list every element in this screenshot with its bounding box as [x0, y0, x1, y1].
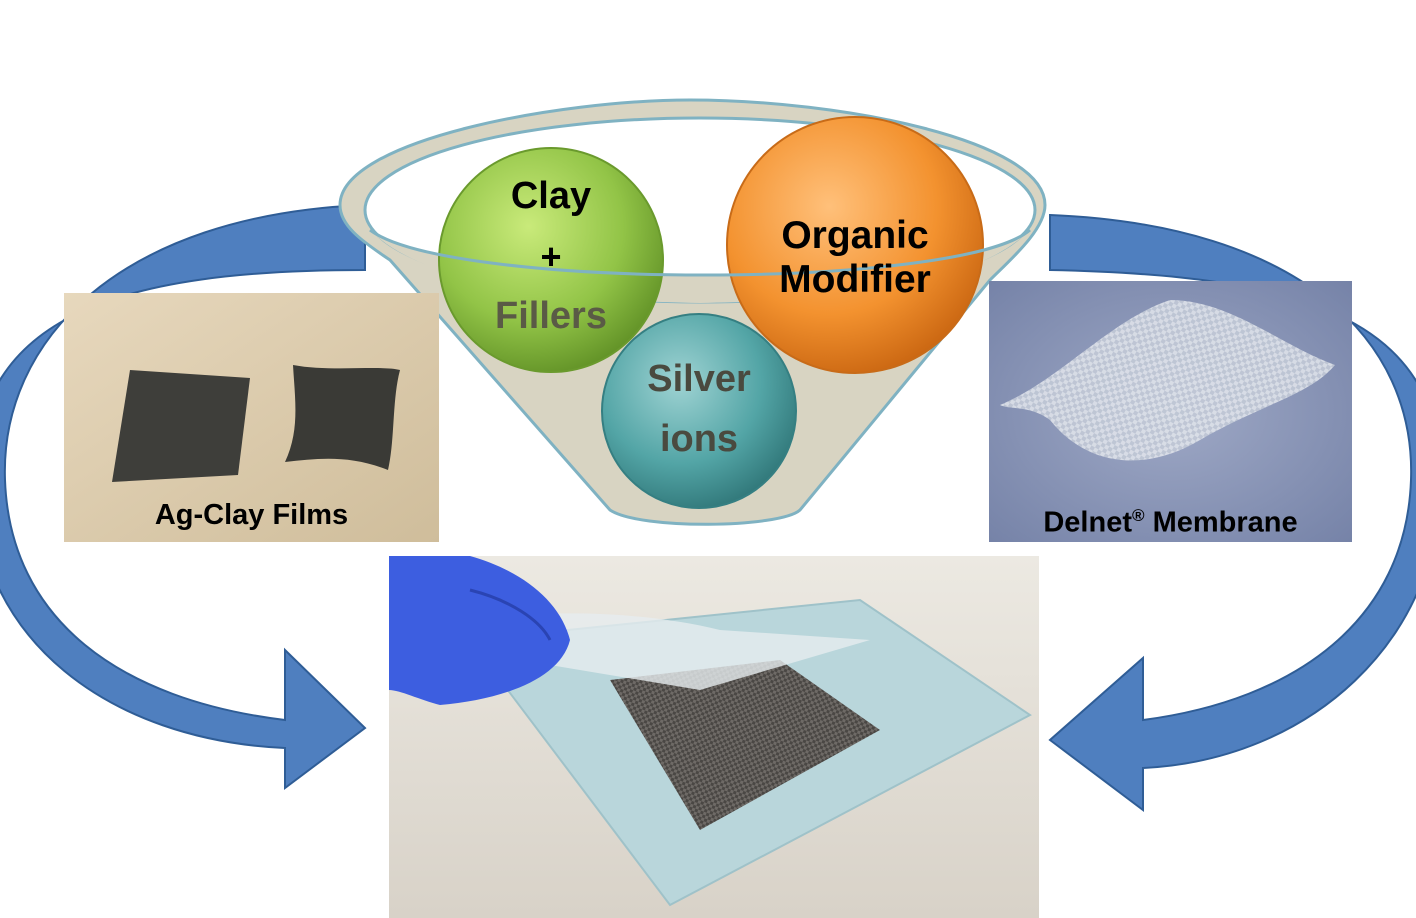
membrane-sheet: [1000, 300, 1335, 461]
delnet-membrane-caption: Delnet® Membrane: [1043, 506, 1298, 539]
silver-label: Silver: [647, 358, 751, 400]
funnel-rim-front: [369, 228, 1031, 277]
ag-clay-films-photo: [64, 293, 439, 542]
silver-ions-circle: [601, 313, 797, 509]
organic-label: Organic: [781, 214, 929, 257]
right-curved-arrow: [1048, 213, 1416, 813]
dressing-photo: [389, 556, 1039, 918]
ag-clay-films-caption: Ag-Clay Films: [154, 499, 349, 531]
left-curved-arrow: [0, 203, 367, 790]
ions-label: ions: [659, 418, 739, 460]
organic-modifier-circle: [726, 116, 984, 374]
clay-label: Clay: [510, 175, 592, 217]
delnet-membrane-photo: [989, 281, 1352, 542]
dressing-mesh-pad: [610, 660, 880, 830]
fillers-label: Fillers: [495, 295, 607, 337]
gloved-hand: [389, 556, 570, 705]
plus-label: +: [540, 236, 562, 277]
film-piece-right: [285, 365, 400, 470]
film-piece-left: [112, 370, 250, 482]
clay-fillers-circle: [438, 147, 664, 373]
peeled-liner: [480, 613, 870, 690]
modifier-label: Modifier: [779, 258, 931, 301]
